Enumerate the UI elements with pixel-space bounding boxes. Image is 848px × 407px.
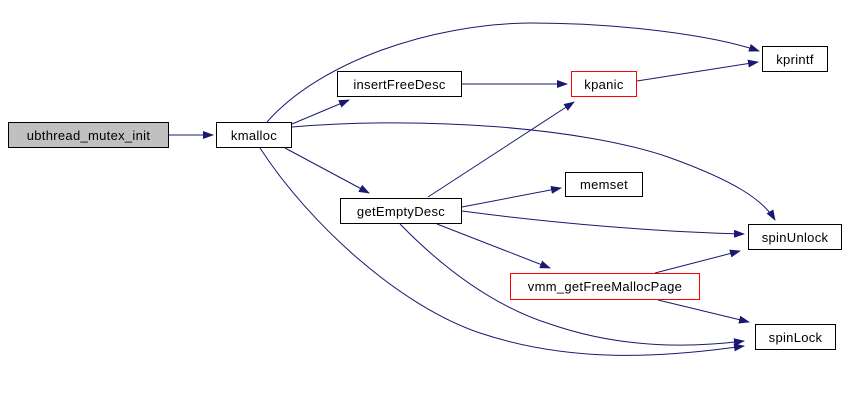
node-getEmptyDesc[interactable]: getEmptyDesc xyxy=(340,198,462,224)
edge-getEmptyDesc-to-spinUnlock xyxy=(461,210,745,238)
node-insertFreeDesc[interactable]: insertFreeDesc xyxy=(337,71,462,97)
edge-kmalloc-to-spinLock xyxy=(259,147,745,356)
node-memset[interactable]: memset xyxy=(565,172,643,197)
edge-kmalloc-to-getEmptyDesc xyxy=(284,147,370,194)
edge-getEmptyDesc-to-vmm_getFreeMallocPage xyxy=(436,223,551,269)
node-spinUnlock[interactable]: spinUnlock xyxy=(748,224,842,250)
edge-getEmptyDesc-to-kpanic xyxy=(427,101,575,198)
edge-getEmptyDesc-to-spinLock xyxy=(399,223,745,347)
edge-kmalloc-to-kprintf xyxy=(266,22,760,123)
node-spinLock[interactable]: spinLock xyxy=(755,324,836,350)
node-ubthread_mutex_init: ubthread_mutex_init xyxy=(8,122,169,148)
node-kmalloc[interactable]: kmalloc xyxy=(216,122,292,148)
node-vmm_getFreeMallocPage[interactable]: vmm_getFreeMallocPage xyxy=(510,273,700,300)
edge-kmalloc-to-insertFreeDesc xyxy=(291,99,350,125)
edge-getEmptyDesc-to-memset xyxy=(461,185,562,208)
edge-kmalloc-to-spinUnlock xyxy=(291,122,776,221)
node-kprintf[interactable]: kprintf xyxy=(762,46,828,72)
edge-vmm_getFreeMallocPage-to-spinLock xyxy=(657,299,750,324)
edge-vmm_getFreeMallocPage-to-spinUnlock xyxy=(654,249,741,274)
edge-kpanic-to-kprintf xyxy=(636,59,759,82)
node-kpanic[interactable]: kpanic xyxy=(571,71,637,97)
